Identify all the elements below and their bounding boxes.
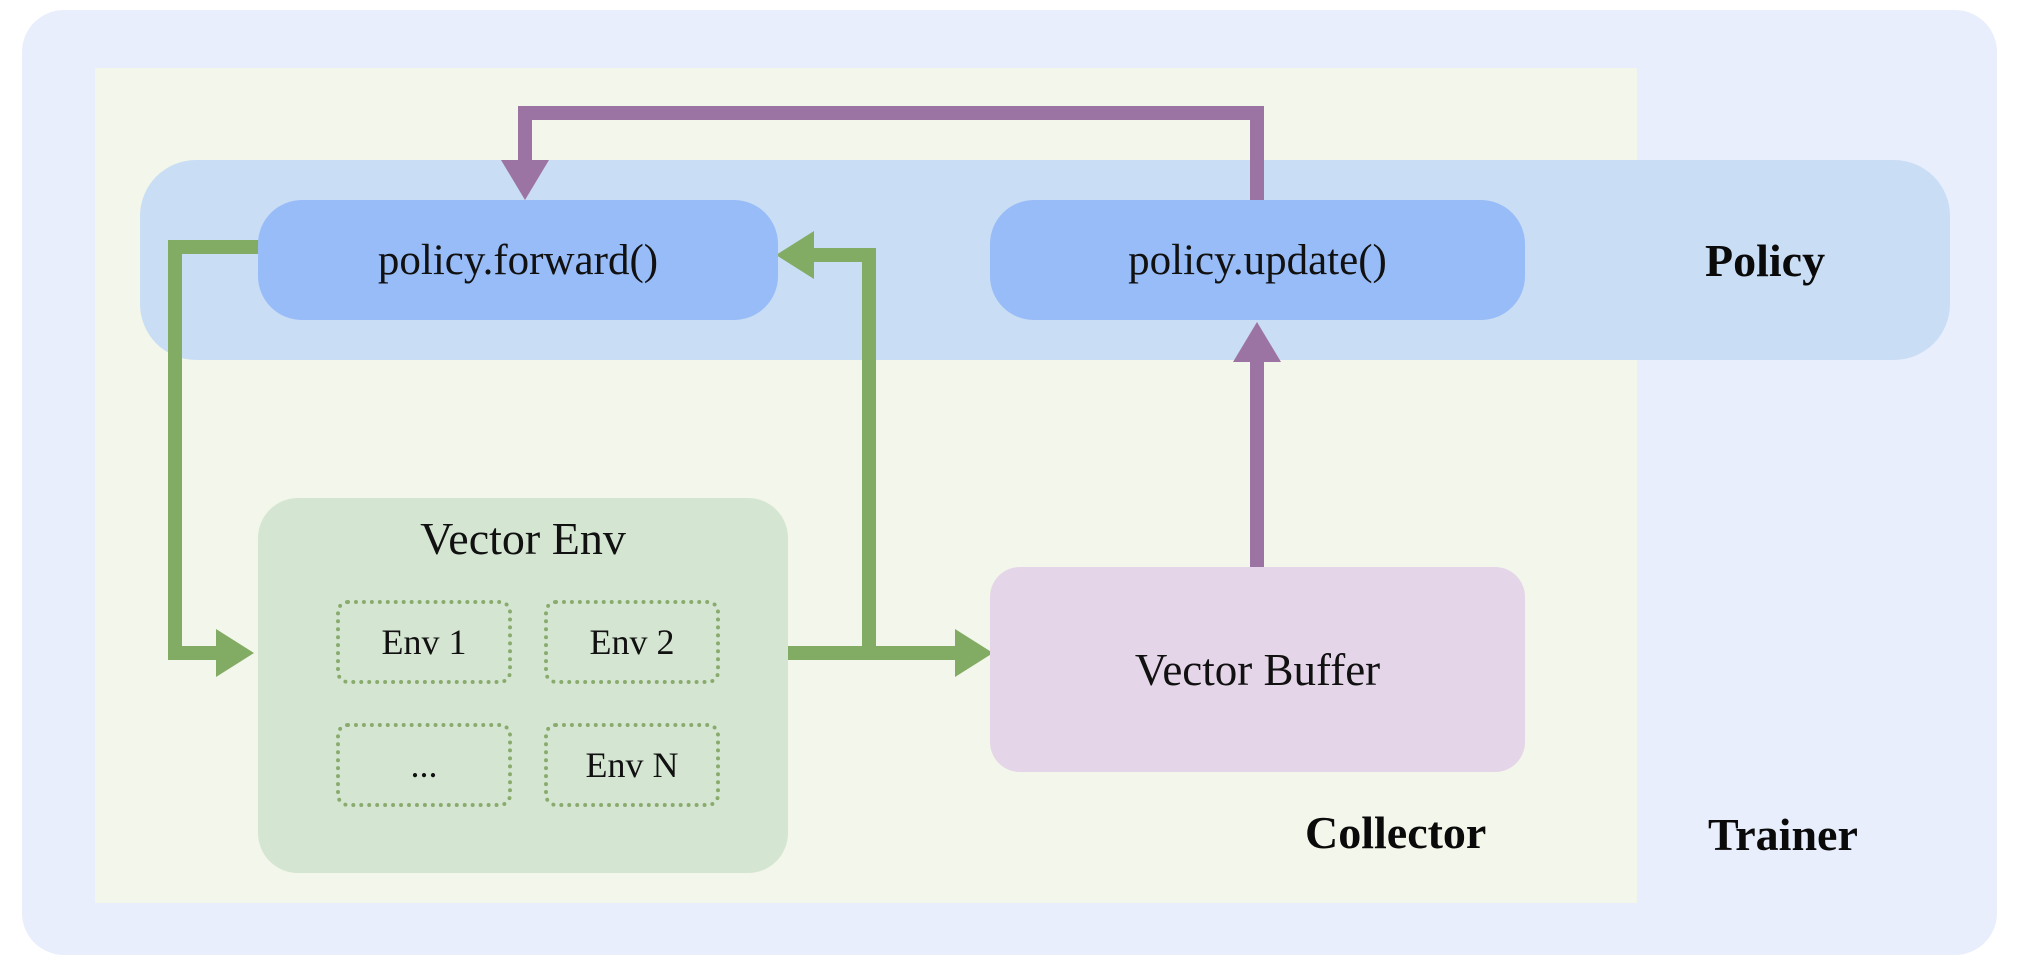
edge-env-to-forward-horizontal-top xyxy=(806,248,876,262)
edge-update-to-forward-vertical-left xyxy=(518,106,532,168)
vector-env-container xyxy=(258,498,788,873)
edge-update-to-forward-arrowhead xyxy=(501,160,549,200)
collector-container-label: Collector xyxy=(1305,807,1487,858)
policy-forward-label: policy.forward() xyxy=(377,236,659,284)
edge-forward-to-env-bottom xyxy=(168,646,218,660)
edge-env-to-forward-vertical xyxy=(862,248,876,648)
env-chip[interactable]: ... xyxy=(336,723,512,807)
policy-container-label: Policy xyxy=(1705,235,1826,286)
edge-buffer-to-update-line xyxy=(1250,360,1264,570)
vector-buffer-label: Vector Buffer xyxy=(1134,644,1381,695)
edge-env-to-buffer-line xyxy=(780,646,965,660)
policy-update-node[interactable]: policy.update() xyxy=(990,200,1525,320)
env-chip[interactable]: Env 2 xyxy=(544,600,720,684)
edge-forward-to-env-top xyxy=(168,240,278,254)
vector-env-title: Vector Env xyxy=(420,513,626,564)
edge-env-to-forward-arrowhead xyxy=(776,231,814,279)
env-chip-label: Env N xyxy=(585,745,679,785)
env-chip-label: Env 2 xyxy=(589,622,675,662)
edge-update-to-forward-vertical-right xyxy=(1250,106,1264,210)
edge-buffer-to-update-arrowhead xyxy=(1233,322,1281,362)
policy-forward-node[interactable]: policy.forward() xyxy=(258,200,778,320)
edge-update-to-forward-horizontal xyxy=(518,106,1264,120)
edge-env-to-buffer-arrowhead xyxy=(955,629,993,677)
vector-buffer-node[interactable]: Vector Buffer xyxy=(990,567,1525,772)
edge-forward-to-env-vertical xyxy=(168,240,182,660)
env-chip-label: Env 1 xyxy=(381,622,467,662)
trainer-container-label: Trainer xyxy=(1708,809,1858,860)
env-chip[interactable]: Env N xyxy=(544,723,720,807)
policy-update-label: policy.update() xyxy=(1128,236,1387,284)
env-chip-label: ... xyxy=(410,745,438,785)
edge-forward-to-env-arrowhead xyxy=(216,629,254,677)
env-chip[interactable]: Env 1 xyxy=(336,600,512,684)
